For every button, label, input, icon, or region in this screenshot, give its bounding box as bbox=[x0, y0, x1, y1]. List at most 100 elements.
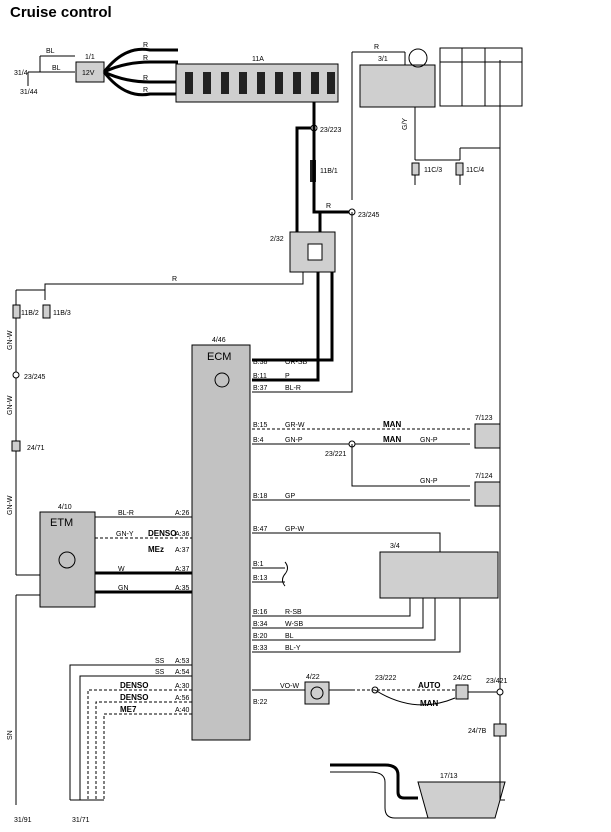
pin-a56: A:56 bbox=[175, 695, 190, 702]
wire-r-3: R bbox=[143, 75, 148, 82]
pin-a40: A:40 bbox=[175, 707, 190, 714]
label-auto: AUTO bbox=[418, 681, 441, 690]
battery-1-1-label: 1/1 bbox=[85, 54, 95, 61]
page-title: Cruise control bbox=[10, 4, 112, 21]
connector-24-2c: 24/2C bbox=[453, 675, 472, 700]
pin-b16: B:16 bbox=[253, 609, 268, 616]
switch-7-124: 7/124 bbox=[474, 473, 501, 507]
pin-a30: A:30 bbox=[175, 683, 190, 690]
pin-a37-2: A:37 bbox=[175, 566, 190, 573]
battery-1-1: 12V 1/1 bbox=[75, 54, 105, 83]
etm-4-10: ETM 4/10 bbox=[39, 504, 96, 608]
pin-a35: A:35 bbox=[175, 585, 190, 592]
wire-vow: VO-W bbox=[280, 683, 299, 690]
connector-11c-3: 11C/3 bbox=[411, 162, 442, 176]
wire-r-2: R bbox=[143, 55, 148, 62]
wire-gnw-3: GN-W bbox=[7, 495, 14, 515]
pin-a53: A:53 bbox=[175, 658, 190, 665]
wire-sn: SN bbox=[7, 730, 14, 740]
wire-wsb: W-SB bbox=[285, 621, 303, 628]
pin-b11: B:11 bbox=[253, 373, 267, 380]
wire-gnp-3: GN-P bbox=[420, 478, 438, 485]
label-denso-3: DENSO bbox=[120, 693, 148, 702]
splice-23-421-label: 23/421 bbox=[486, 678, 508, 685]
pin-b22: B:22 bbox=[253, 699, 268, 706]
etm-to-ecm-wires: BL-R A:26 GN-Y DENSO A:36 MEz A:37 W A:3… bbox=[95, 510, 192, 594]
label-man-1: MAN bbox=[383, 420, 401, 429]
pin-b47: B:47 bbox=[253, 526, 268, 533]
label-denso-2: DENSO bbox=[120, 681, 148, 690]
connector-24-7b-label: 24/7B bbox=[468, 728, 487, 735]
wire-ss-1: SS bbox=[155, 658, 165, 665]
ground-top-left: 31/4 31/44 BL BL bbox=[14, 48, 75, 96]
wire-gn: GN bbox=[118, 585, 129, 592]
wire-gnw-2: GN-W bbox=[7, 395, 14, 415]
pin-b37: B:37 bbox=[253, 385, 268, 392]
switch-7-123-label: 7/123 bbox=[475, 415, 493, 422]
ignition-switch-label: 3/1 bbox=[378, 56, 388, 63]
ecm-4-46: ECM 4/46 bbox=[191, 337, 251, 741]
connector-24-2c-label: 24/2C bbox=[453, 675, 472, 682]
pin-a54: A:54 bbox=[175, 669, 190, 676]
pin-b34: B:34 bbox=[253, 621, 268, 628]
ecm-left-bottom-wires: SS A:53 SS A:54 DENSO A:30 DENSO A:56 ME… bbox=[69, 658, 192, 824]
splice-23-245b-label: 23/245 bbox=[24, 374, 46, 381]
wire-bly: BL-Y bbox=[285, 645, 301, 652]
relay-2-32-label: 2/32 bbox=[270, 236, 284, 243]
label-me7: ME7 bbox=[120, 705, 137, 714]
label-man-3: MAN bbox=[420, 699, 438, 708]
wire-gy: G/Y bbox=[402, 118, 409, 130]
wire-bl-label: BL bbox=[46, 48, 55, 55]
fuse-11b-2-label: 11B/2 bbox=[21, 310, 39, 317]
ground-31-91-label: 31/91 bbox=[14, 817, 32, 824]
wire-gnp-2: GN-P bbox=[420, 437, 438, 444]
wire-ss-2: SS bbox=[155, 669, 165, 676]
ecm-4-46-label: 4/46 bbox=[212, 337, 226, 344]
pin-a37: A:37 bbox=[175, 547, 190, 554]
wire-gp: GP bbox=[285, 493, 295, 500]
wire-w: W bbox=[118, 566, 125, 573]
relay-2-32: 2/32 bbox=[270, 231, 336, 273]
label-denso-1: DENSO bbox=[148, 529, 176, 538]
wire-gnp: GN-P bbox=[285, 437, 303, 444]
pin-b20: B:20 bbox=[253, 633, 268, 640]
pin-b13: B:13 bbox=[253, 575, 268, 582]
switch-7-123: 7/123 bbox=[474, 415, 501, 449]
splice-23-223-label: 23/223 bbox=[320, 127, 342, 134]
wire-blr-2: BL-R bbox=[118, 510, 134, 517]
wire-bl-2: BL bbox=[285, 633, 294, 640]
connector-24-7b: 24/7B bbox=[468, 723, 507, 737]
sensor-4-22-label: 4/22 bbox=[306, 674, 320, 681]
connector-11c-4: 11C/4 bbox=[455, 162, 484, 176]
pin-b18: B:18 bbox=[253, 493, 268, 500]
ignition-switch-3-1: 3/1 bbox=[359, 47, 523, 108]
diagnostic-connector-17-13: 17/13 bbox=[417, 773, 506, 819]
connector-11c-3-label: 11C/3 bbox=[424, 167, 442, 174]
battery-voltage-label: 12V bbox=[82, 70, 95, 77]
wire-orsb: OR-SB bbox=[285, 359, 308, 366]
switch-3-4: 3/4 bbox=[379, 543, 499, 599]
battery-cable-bundle: R R R R bbox=[102, 42, 178, 97]
fuse-11b-3-label: 11B/3 bbox=[53, 310, 71, 317]
wire-r-4: R bbox=[143, 87, 148, 94]
ground-31-71-label: 31/71 bbox=[72, 817, 90, 824]
fuse-box-11a-label: 11A bbox=[252, 56, 264, 63]
fuse-11b-1-label: 11B/1 bbox=[320, 168, 338, 175]
label-mez: MEz bbox=[148, 545, 164, 554]
wire-gnw-1: GN-W bbox=[7, 330, 14, 350]
ground-31-44-label: 31/44 bbox=[20, 89, 38, 96]
ecm-right-pins: B:38 OR-SB B:11 P B:37 BL-R B:15 GR-W MA… bbox=[252, 359, 470, 706]
pin-b38: B:38 bbox=[253, 359, 268, 366]
wire-p: P bbox=[285, 373, 290, 380]
fuse-11b-2: 11B/2 bbox=[12, 304, 39, 319]
wire-r-1: R bbox=[143, 42, 148, 49]
splice-23-245-label: 23/245 bbox=[358, 212, 380, 219]
switch-7-124-label: 7/124 bbox=[475, 473, 493, 480]
wire-gny: GN-Y bbox=[116, 531, 134, 538]
sensor-4-22: 4/22 bbox=[304, 674, 330, 705]
wire-grw: GR-W bbox=[285, 422, 305, 429]
ground-31-4-label: 31/4 bbox=[14, 70, 28, 77]
wire-r-7: R bbox=[172, 276, 177, 283]
label-man-2: MAN bbox=[383, 435, 401, 444]
